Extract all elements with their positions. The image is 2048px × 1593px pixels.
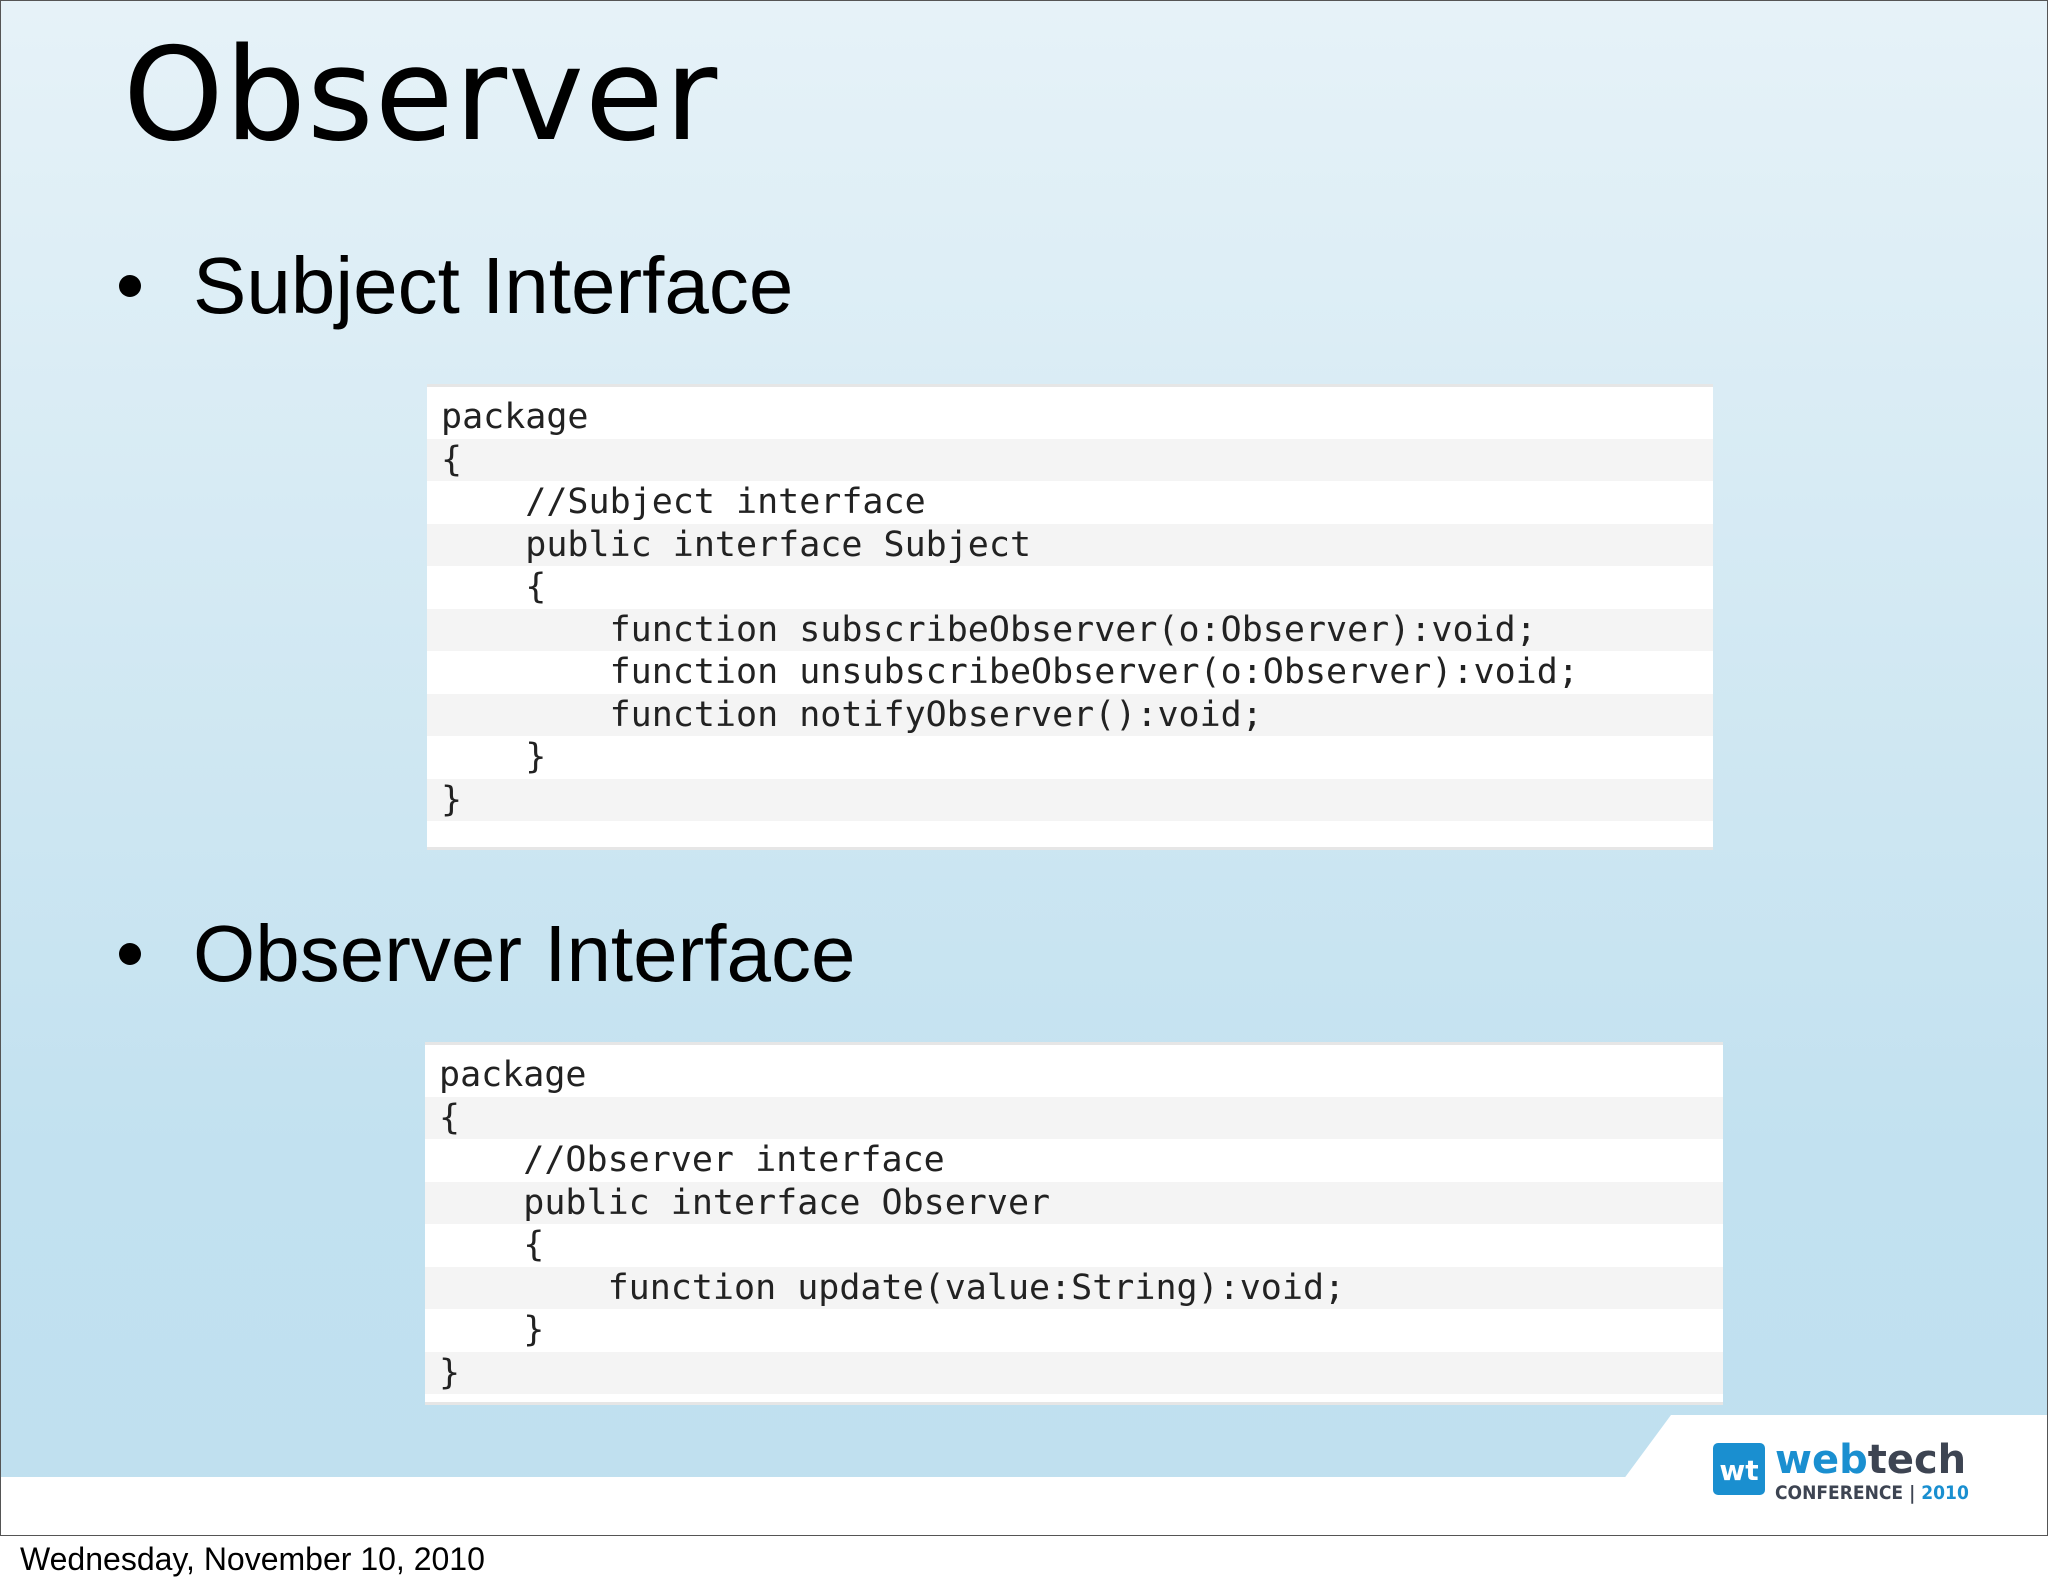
logo-conference: CONFERENCE: [1775, 1482, 1903, 1504]
code-line: function notifyObserver():void;: [427, 693, 1713, 736]
code-line: public interface Observer: [425, 1181, 1723, 1224]
code-line: //Subject interface: [441, 482, 926, 522]
code-line: }: [425, 1351, 1723, 1394]
logo-word-tech: tech: [1868, 1437, 1966, 1483]
logo-word-web: web: [1775, 1437, 1868, 1483]
code-line: function subscribeObserver(o:Observer):v…: [427, 608, 1713, 651]
code-line: function unsubscribeObserver(o:Observer)…: [441, 652, 1579, 692]
logo-year: 2010: [1921, 1482, 1969, 1504]
code-line: function update(value:String):void;: [425, 1266, 1723, 1309]
code-line: }: [441, 737, 547, 777]
logo-subtitle: CONFERENCE | 2010: [1775, 1482, 1969, 1504]
logo-mark-icon: [1713, 1443, 1765, 1495]
bullet-dot-icon: [119, 943, 141, 965]
code-line: }: [439, 1310, 545, 1350]
code-line: {: [439, 1225, 545, 1265]
webtech-logo: wt webtech CONFERENCE | 2010: [1713, 1437, 1969, 1504]
code-line: //Observer interface: [439, 1140, 945, 1180]
logo-panel: [1581, 1415, 2047, 1535]
bullet-observer-interface: Observer Interface: [111, 909, 856, 999]
slide-title: Observer: [123, 21, 719, 170]
code-line: {: [441, 567, 547, 607]
code-line: package: [441, 397, 589, 437]
bullet-subject-interface: Subject Interface: [111, 241, 793, 331]
code-line: public interface Subject: [427, 523, 1713, 566]
slide: Observer Subject Interface package { //S…: [0, 0, 2048, 1536]
code-line: package: [439, 1055, 587, 1095]
bullet-text: Subject Interface: [193, 241, 794, 330]
logo-mark-text: wt: [1719, 1454, 1758, 1487]
code-block-observer: package { //Observer interface public in…: [425, 1042, 1723, 1405]
code-line: {: [427, 438, 1713, 481]
logo-wordmark: webtech: [1775, 1437, 1966, 1483]
code-block-subject: package { //Subject interface public int…: [427, 384, 1713, 850]
footer-date: Wednesday, November 10, 2010: [20, 1541, 485, 1577]
code-line: }: [427, 778, 1713, 821]
bullet-dot-icon: [119, 275, 141, 297]
bullet-text: Observer Interface: [193, 909, 856, 998]
code-line: {: [425, 1096, 1723, 1139]
